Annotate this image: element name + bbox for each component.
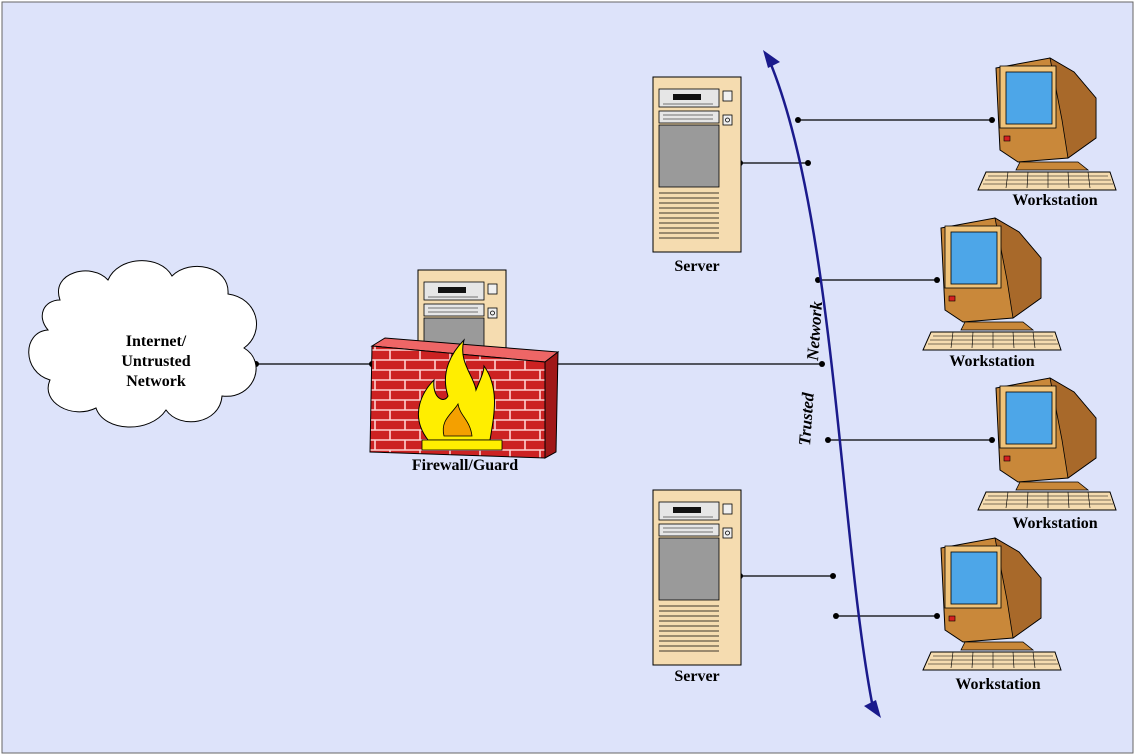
flame-icon [417,338,495,441]
server-icon [652,76,742,253]
workstation-label-2: Workstation [949,353,1035,370]
internet-label-line3: Network [126,373,186,390]
workstation-label-1: Workstation [1012,192,1098,209]
trusted-label: Trusted [795,391,818,447]
workstation-label-3: Workstation [1012,515,1098,532]
cloud-icon [28,260,258,428]
arrow-icon [864,700,881,718]
trusted-network-curve [768,61,875,709]
firewall-icon [369,269,560,459]
internet-label-line1: Internet/ [125,333,187,350]
server-label-top: Server [674,258,720,275]
connection-lines [256,119,992,617]
internet-label: Internet/ Untrusted Network [76,332,236,392]
network-label: Network [803,300,827,362]
server-label-bottom: Server [674,668,720,685]
arrow-icon [763,50,780,68]
firewall-label: Firewall/Guard [411,457,519,474]
server-icon [652,489,742,666]
workstation-label-4: Workstation [955,676,1041,693]
internet-label-line2: Untrusted [121,353,191,370]
